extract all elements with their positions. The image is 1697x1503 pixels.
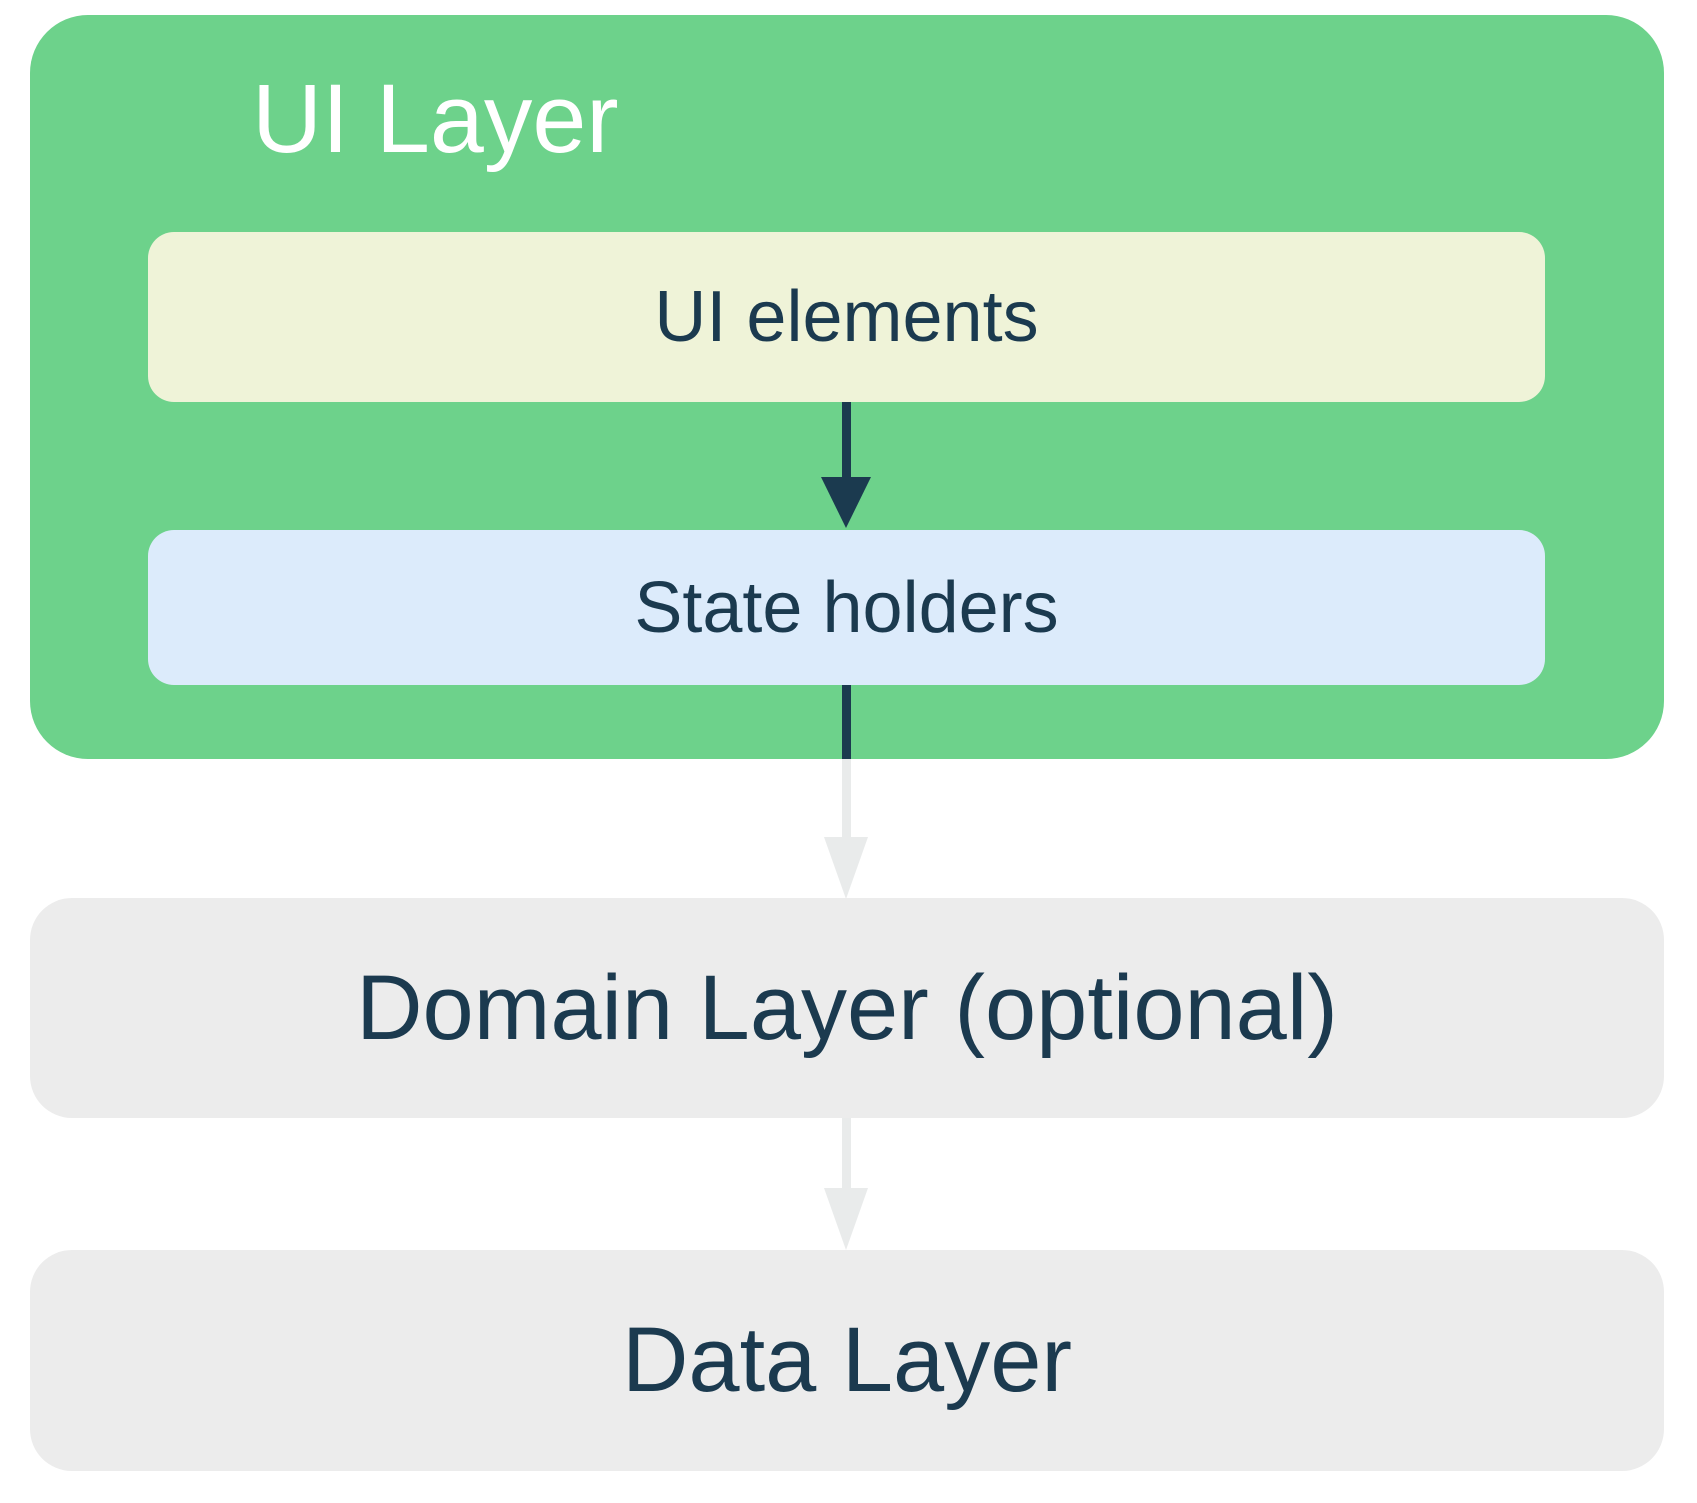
ui-layer-title: UI Layer (252, 64, 619, 173)
state-holders-label: State holders (634, 567, 1059, 648)
arrow-down-light-icon (824, 1188, 868, 1250)
arrow-down-dark-shaft (842, 402, 851, 479)
arrow-down-light-shaft (842, 759, 851, 839)
ui-elements-box: UI elements (148, 232, 1545, 402)
ui-elements-label: UI elements (654, 277, 1039, 357)
domain-layer-label: Domain Layer (optional) (356, 956, 1338, 1059)
data-layer-label: Data Layer (621, 1309, 1073, 1411)
arrow-down-dark-icon (821, 477, 871, 528)
arrow-down-light-shaft (842, 1118, 851, 1189)
arrow-down-dark-shaft (842, 685, 851, 759)
arrow-down-light-icon (824, 837, 868, 899)
domain-layer-box: Domain Layer (optional) (30, 898, 1664, 1118)
data-layer-box: Data Layer (30, 1250, 1664, 1471)
state-holders-box: State holders (148, 530, 1545, 685)
